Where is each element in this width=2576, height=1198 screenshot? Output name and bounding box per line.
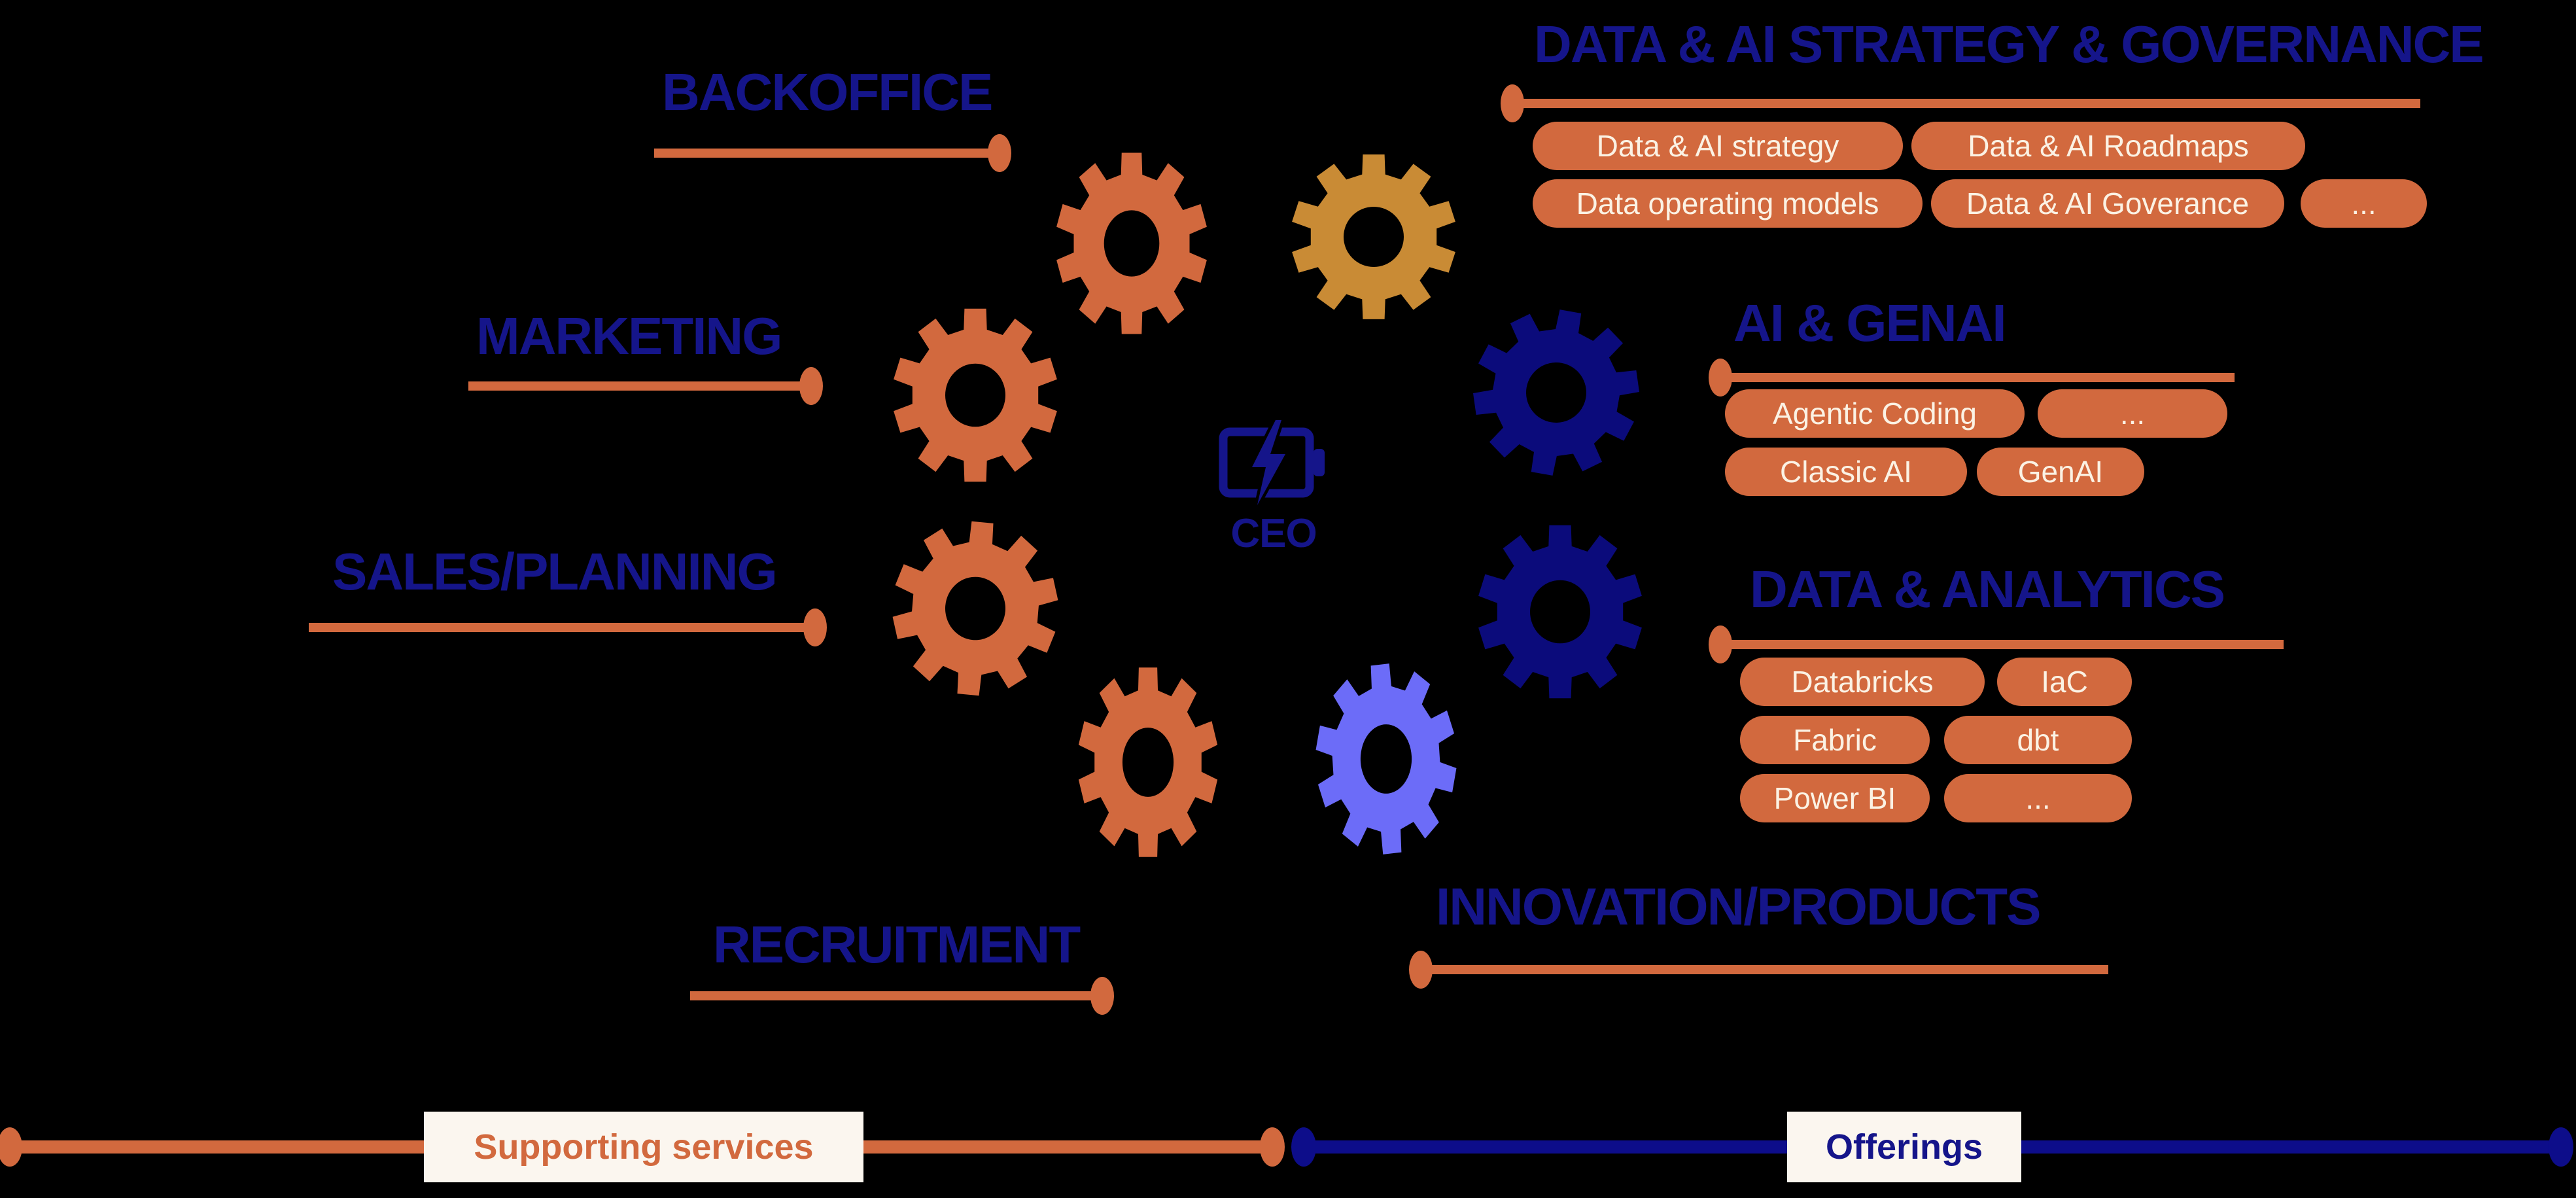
legend-supporting-services: Supporting services: [424, 1112, 863, 1182]
pill-agentic-coding: Agentic Coding: [1725, 389, 2025, 438]
section-title-ai-genai: AI & GENAI: [1733, 294, 2007, 352]
pill-power-bi: Power BI: [1740, 774, 1930, 822]
pill-iac: IaC: [1997, 658, 2132, 706]
battery-charging-icon: [1218, 417, 1329, 507]
line-dot-data-ai-strategy: [1501, 84, 1524, 122]
line-dot-sales-planning: [803, 608, 827, 646]
pill-fabric: Fabric: [1740, 716, 1930, 764]
legend-line-offerings-right: [2021, 1140, 2560, 1154]
legend-dot-far-right: [2549, 1127, 2573, 1167]
section-title-data-ai-strategy-governance: DATA & AI STRATEGY & GOVERNANCE: [1534, 15, 2484, 73]
dept-label-recruitment: RECRUITMENT: [713, 915, 1081, 974]
gear-left-lower: [892, 521, 1058, 696]
pill-dbt: dbt: [1944, 716, 2132, 764]
line-dot-data-analytics: [1709, 625, 1732, 663]
pill-databricks: Databricks: [1740, 658, 1985, 706]
pill-genai: GenAI: [1977, 448, 2144, 496]
connector-line-ai-genai: [1720, 373, 2235, 382]
section-title-data-analytics: DATA & ANALYTICS: [1750, 560, 2225, 618]
gear-bottom-left: [1078, 667, 1218, 857]
section-title-innovation-products: INNOVATION/PRODUCTS: [1436, 877, 2041, 936]
legend-line-supporting-left: [9, 1140, 426, 1154]
legend-dot-orange-mid: [1260, 1127, 1285, 1167]
gear-bottom-right: [1315, 663, 1457, 854]
line-dot-recruitment: [1090, 977, 1114, 1015]
connector-line-recruitment: [690, 991, 1102, 1000]
ceo-label: CEO: [1230, 511, 1317, 556]
dept-label-sales-planning: SALES/PLANNING: [332, 542, 778, 601]
pill-data-ai-strategy: Data & AI strategy: [1533, 122, 1903, 170]
connector-line-backoffice: [654, 149, 1000, 158]
pill-ai-more: ...: [2038, 389, 2227, 438]
pill-classic-ai: Classic AI: [1725, 448, 1967, 496]
gear-right-lower: [1478, 525, 1642, 699]
line-dot-innovation: [1409, 951, 1433, 989]
connector-line-marketing: [468, 381, 811, 391]
legend-line-offerings-left: [1306, 1140, 1790, 1154]
connector-line-data-analytics: [1720, 640, 2284, 649]
dept-label-marketing: MARKETING: [476, 307, 782, 365]
gear-top-right: [1292, 154, 1455, 319]
legend-offerings: Offerings: [1787, 1112, 2021, 1182]
pill-data-ai-goverance: Data & AI Goverance: [1931, 179, 2284, 228]
pill-data-operating-models: Data operating models: [1533, 179, 1923, 228]
pill-analytics-more: ...: [1944, 774, 2132, 822]
line-dot-marketing: [799, 367, 823, 405]
gear-left-upper: [894, 308, 1057, 482]
gear-top-left: [1056, 152, 1207, 334]
connector-line-sales-planning: [309, 623, 815, 632]
pill-strategy-more: ...: [2301, 179, 2427, 228]
connector-line-data-ai-strategy: [1512, 99, 2420, 108]
line-dot-ai-genai: [1709, 359, 1732, 396]
legend-line-supporting-right: [863, 1140, 1272, 1154]
pill-data-ai-roadmaps: Data & AI Roadmaps: [1911, 122, 2305, 170]
line-dot-backoffice: [988, 134, 1011, 172]
connector-line-innovation: [1421, 965, 2108, 974]
gear-right-upper: [1472, 309, 1640, 476]
dept-label-backoffice: BACKOFFICE: [662, 63, 993, 121]
